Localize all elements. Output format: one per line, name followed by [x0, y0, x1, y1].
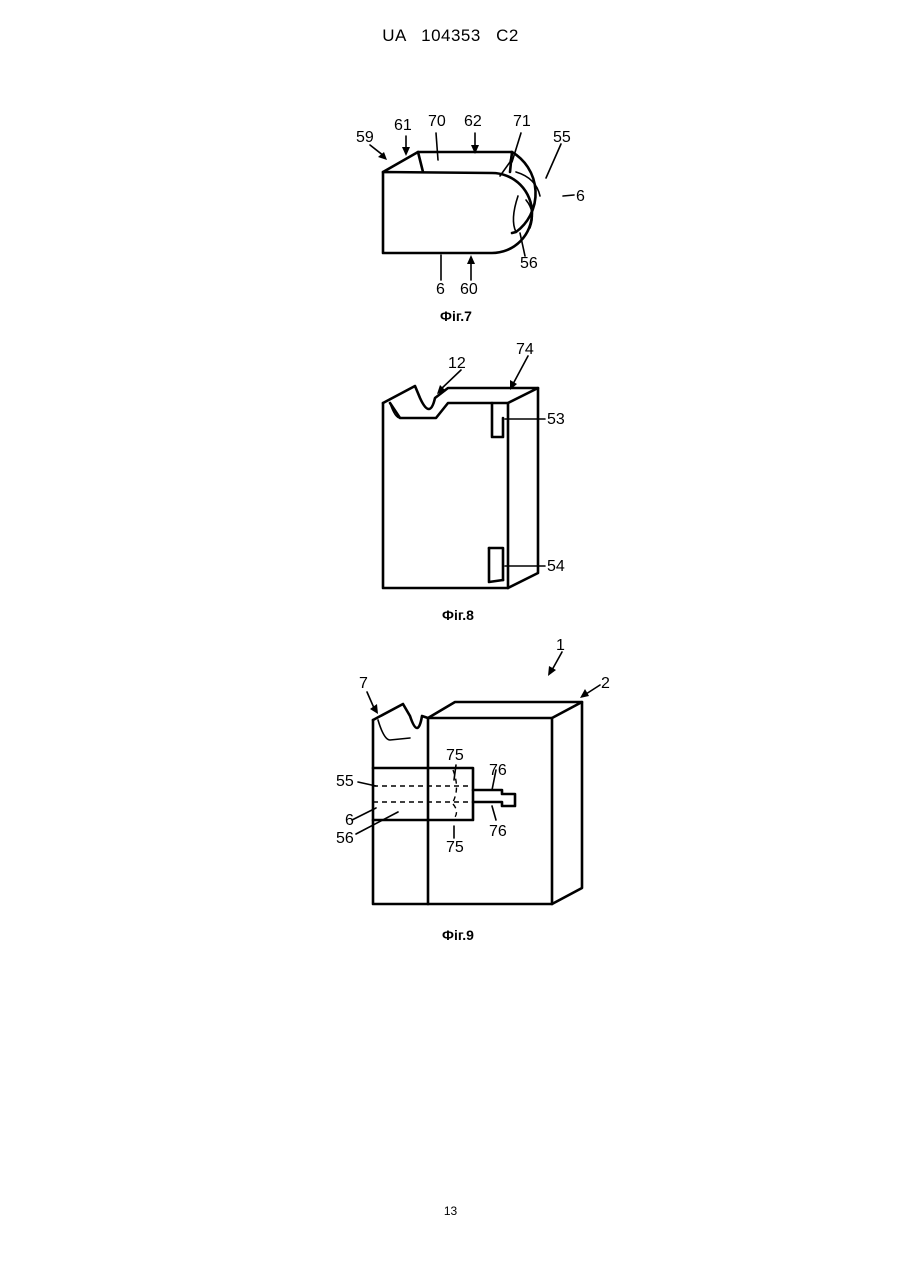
label-76-bottom: 76: [489, 823, 507, 840]
label-70: 70: [428, 113, 446, 130]
label-60: 60: [460, 281, 478, 298]
figure-7: 59 61 70 62 71 55 6 56 6 60 Фіг.7: [340, 100, 620, 330]
header-number: 104353: [421, 26, 481, 45]
figure-8-drawing: 12 74 53 54 Фіг.8: [340, 330, 600, 630]
label-75-bottom: 75: [446, 839, 464, 856]
label-62: 62: [464, 113, 482, 130]
label-75-top: 75: [446, 747, 464, 764]
patent-header: UA 104353 C2: [0, 26, 901, 46]
figure-7-caption: Фіг.7: [440, 308, 472, 324]
label-76-top: 76: [489, 762, 507, 779]
label-54: 54: [547, 558, 565, 575]
label-71: 71: [513, 113, 531, 130]
label-2: 2: [601, 675, 610, 692]
figure-9-drawing: 1 2 7 75 76 55 6 56 75 76 Фіг.9: [330, 630, 620, 950]
figure-7-drawing: 59 61 70 62 71 55 6 56 6 60 Фіг.7: [340, 100, 620, 330]
label-53: 53: [547, 411, 565, 428]
label-1: 1: [556, 637, 565, 654]
label-55: 55: [336, 773, 354, 790]
label-55: 55: [553, 129, 571, 146]
header-kind: C2: [496, 26, 519, 45]
label-6-bottom: 6: [436, 281, 445, 298]
label-6: 6: [345, 812, 354, 829]
label-56: 56: [520, 255, 538, 272]
figure-8: 12 74 53 54 Фіг.8: [340, 330, 600, 630]
label-59: 59: [356, 129, 374, 146]
label-12: 12: [448, 355, 466, 372]
label-6-right: 6: [576, 188, 585, 205]
figure-9: 1 2 7 75 76 55 6 56 75 76 Фіг.9: [330, 630, 620, 950]
label-61: 61: [394, 117, 412, 134]
label-74: 74: [516, 341, 534, 358]
label-56: 56: [336, 830, 354, 847]
header-country: UA: [382, 26, 406, 45]
figure-8-caption: Фіг.8: [442, 607, 474, 623]
label-7: 7: [359, 675, 368, 692]
figure-9-caption: Фіг.9: [442, 927, 474, 943]
page-number: 13: [0, 1204, 901, 1218]
